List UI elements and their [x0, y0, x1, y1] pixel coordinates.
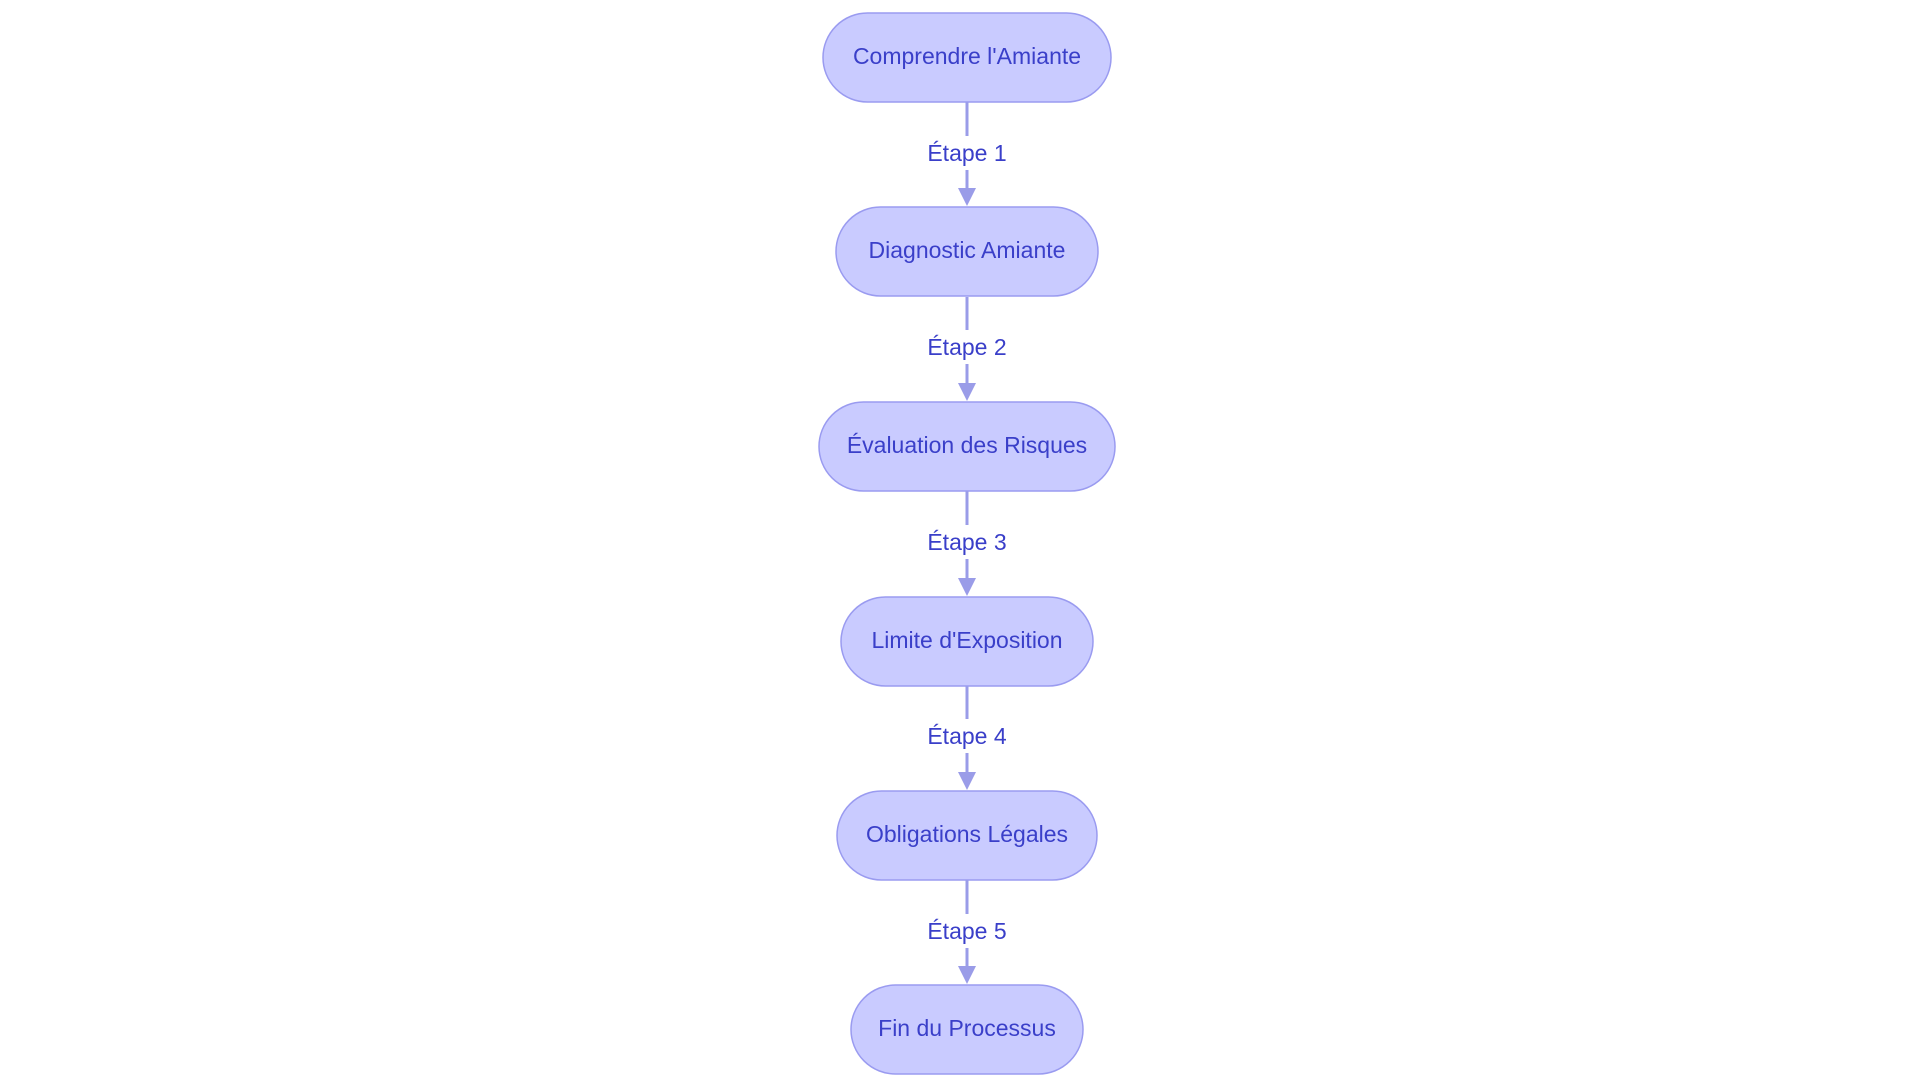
- edge-2-label: Étape 2: [927, 334, 1006, 360]
- edge-4: Étape 4: [925, 686, 1009, 790]
- node-diagnostic-amiante-shape: [835, 206, 1099, 297]
- edge-2-label-bg: [925, 330, 1009, 364]
- edge-1-arrow: [958, 188, 976, 206]
- node-comprendre-amiante-shape: [822, 12, 1112, 103]
- edge-5: Étape 5: [925, 880, 1009, 984]
- node-diagnostic-amiante-label: Diagnostic Amiante: [869, 237, 1066, 263]
- edge-1-label: Étape 1: [927, 140, 1006, 166]
- edge-4-label: Étape 4: [927, 723, 1006, 749]
- node-obligations-legales-label: Obligations Légales: [866, 821, 1068, 847]
- node-evaluation-risques-shape: [818, 401, 1116, 492]
- edge-3: Étape 3: [925, 491, 1009, 596]
- node-fin-processus-shape: [850, 984, 1084, 1075]
- node-fin-processus: Fin du Processus: [850, 984, 1084, 1075]
- edge-3-label-bg: [925, 525, 1009, 559]
- edge-4-label-bg: [925, 719, 1009, 753]
- node-comprendre-amiante: Comprendre l'Amiante: [822, 12, 1112, 103]
- node-limite-exposition-shape: [840, 596, 1094, 687]
- edge-2: Étape 2: [925, 297, 1009, 401]
- edge-1: Étape 1: [925, 102, 1009, 206]
- edge-5-arrow: [958, 966, 976, 984]
- node-limite-exposition-label: Limite d'Exposition: [871, 627, 1062, 653]
- node-diagnostic-amiante: Diagnostic Amiante: [835, 206, 1099, 297]
- edge-3-arrow: [958, 578, 976, 596]
- node-evaluation-risques-label: Évaluation des Risques: [847, 432, 1087, 458]
- node-fin-processus-label: Fin du Processus: [878, 1015, 1056, 1041]
- edge-5-label: Étape 5: [927, 918, 1006, 944]
- edge-1-label-bg: [925, 136, 1009, 170]
- node-obligations-legales-shape: [836, 790, 1098, 881]
- edge-5-label-bg: [925, 914, 1009, 948]
- node-limite-exposition: Limite d'Exposition: [840, 596, 1094, 687]
- edge-4-arrow: [958, 772, 976, 790]
- edge-3-label: Étape 3: [927, 529, 1006, 555]
- node-evaluation-risques: Évaluation des Risques: [818, 401, 1116, 492]
- node-comprendre-amiante-label: Comprendre l'Amiante: [853, 43, 1081, 69]
- edge-2-arrow: [958, 383, 976, 401]
- node-obligations-legales: Obligations Légales: [836, 790, 1098, 881]
